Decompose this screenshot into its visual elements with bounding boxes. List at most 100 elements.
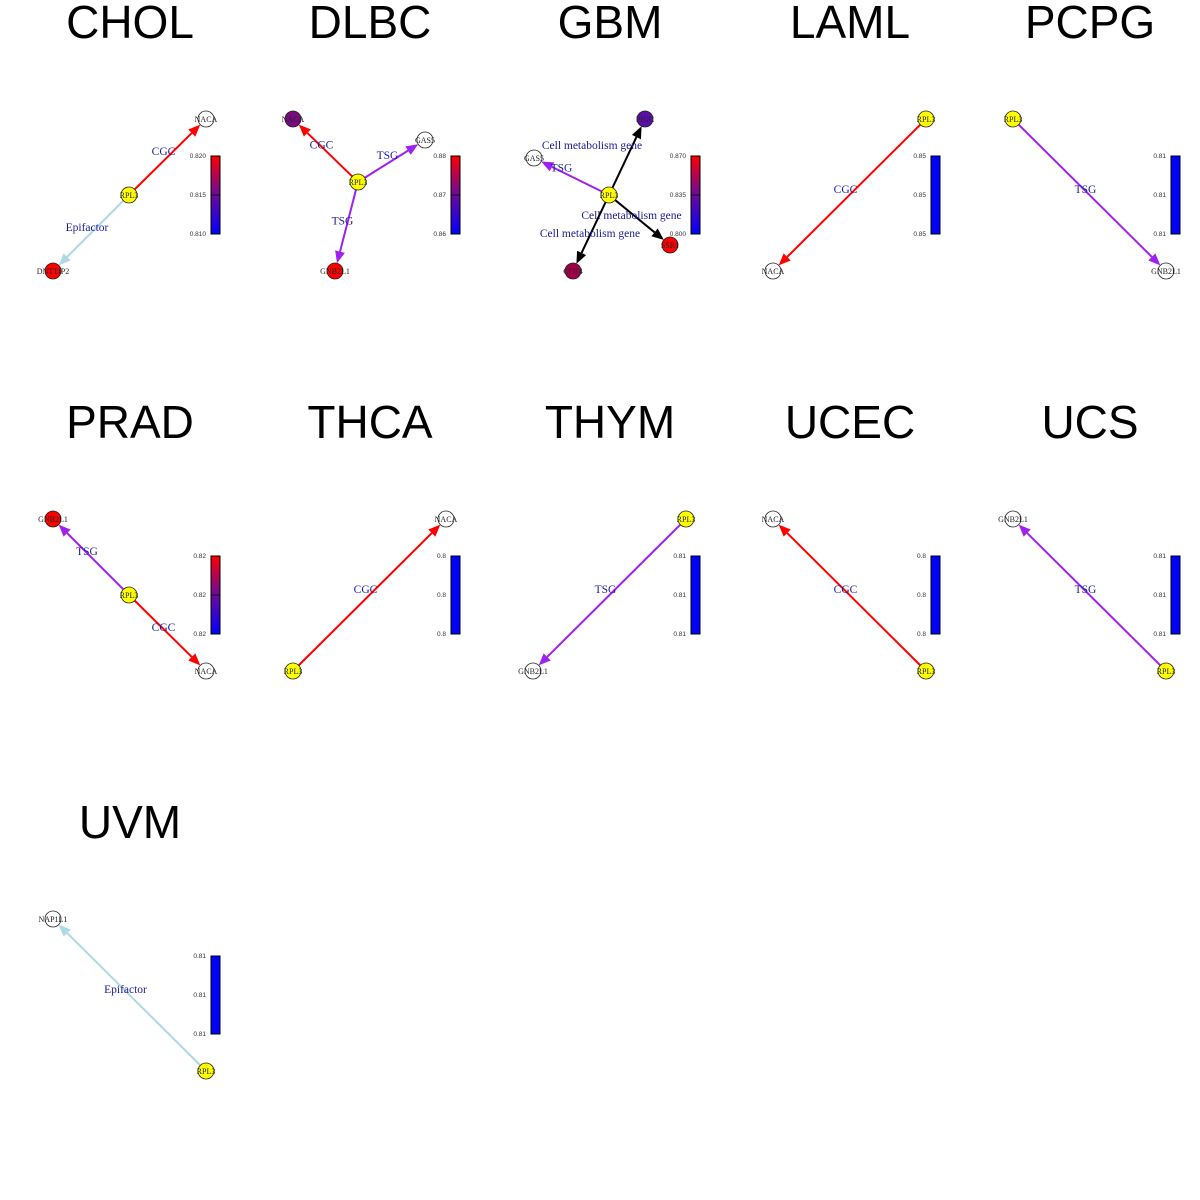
node-circle: [600, 186, 618, 204]
edge-line: [66, 199, 125, 258]
colorbar: 0.810.810.81: [1153, 153, 1181, 238]
node-label: RPL3: [197, 1067, 216, 1076]
edge-line: [1017, 123, 1153, 258]
node-circle: [44, 910, 62, 928]
node-rpl3: RPL3: [197, 1062, 216, 1080]
colorbar: 0.81 0.81 0.81: [193, 953, 221, 1038]
colorbar-tick-label: 0.88: [433, 153, 446, 160]
colorbar-tick-label: 0.82: [193, 592, 206, 599]
colorbar-fill: [690, 555, 701, 635]
node-circle: [284, 110, 302, 128]
node-circle: [197, 110, 215, 128]
node-rpl3: RPL3: [120, 186, 139, 204]
colorbar-fill: [930, 155, 941, 235]
node-circle: [437, 510, 455, 528]
panel-title: THYM: [545, 396, 675, 448]
colorbar-tick-label: 0.81: [1153, 231, 1166, 238]
node-circle: [677, 510, 695, 528]
edge-line: [786, 123, 922, 258]
edge-arrowhead-icon: [651, 228, 664, 240]
node-label: GNB2L1: [38, 515, 68, 524]
node-circle: [120, 586, 138, 604]
node-circle: [1004, 110, 1022, 128]
edge-line: [580, 201, 607, 254]
node-label: NACA: [195, 115, 218, 124]
node-rpl3: RPL3: [349, 173, 367, 191]
node-label: GAS5: [524, 154, 544, 163]
edge-arrowhead-icon: [335, 250, 345, 264]
node-label: GNB2L1: [998, 515, 1028, 524]
node-pigc: PIGC: [636, 110, 654, 128]
edge-arrowhead-icon: [631, 126, 642, 140]
node-circle: [524, 662, 542, 680]
node-circle: [197, 1062, 215, 1080]
colorbar-tick-label: 0.835: [670, 192, 687, 199]
node-naca: NACA: [435, 510, 458, 528]
edge-label: CGC: [834, 184, 858, 196]
node-circle: [564, 262, 582, 280]
colorbar-tick-label: 0.81: [193, 953, 206, 960]
node-circle: [764, 510, 782, 528]
colorbar-tick-label: 0.81: [673, 553, 686, 560]
edge-arrowhead-icon: [58, 524, 71, 537]
edge-line: [297, 532, 433, 667]
colorbar: 0.880.870.86: [433, 153, 461, 238]
colorbar-tick-label: 0.81: [193, 992, 206, 999]
edge-line: [66, 932, 202, 1067]
colorbar-tick-label: 0.81: [673, 631, 686, 638]
node-rpl3: RPL3: [120, 586, 138, 604]
node-circle: [284, 662, 302, 680]
node-circle: [1157, 262, 1175, 280]
colorbar-tick-label: 0.87: [433, 192, 446, 199]
edge-label: Cell metabolism gene: [581, 210, 681, 222]
edge-label: Cell metabolism gene: [540, 228, 640, 240]
edge-line: [133, 132, 193, 191]
edge-line: [786, 532, 922, 667]
node-circle: [1157, 662, 1175, 680]
edge-label: TSG: [551, 163, 573, 175]
edge-line: [551, 165, 603, 193]
node-circle: [349, 173, 367, 191]
colorbar-tick-label: 0.81: [1153, 553, 1166, 560]
node-gnb2l1: GNB2L1: [1151, 262, 1181, 280]
edge-arrowhead-icon: [778, 524, 791, 537]
edge-line: [364, 149, 409, 179]
colorbar-tick-label: 0.8: [437, 592, 446, 599]
edge-label: TSG: [76, 546, 98, 558]
node-naca: NACA: [195, 662, 218, 680]
node-circle: [661, 236, 679, 254]
node-naca: NACA: [195, 110, 218, 128]
colorbar-tick-label: 0.800: [670, 231, 687, 238]
edge-label: TSG: [377, 150, 399, 162]
edge-arrowhead-icon: [58, 924, 71, 937]
colorbar-tick-label: 0.81: [193, 1031, 206, 1038]
node-circle: [917, 110, 935, 128]
colorbar-tick-label: 0.85: [913, 192, 926, 199]
node-label: RPL3: [677, 515, 696, 524]
colorbar: 0.850.850.85: [913, 153, 941, 238]
node-label: RPL3: [917, 667, 936, 676]
node-circle: [917, 662, 935, 680]
colorbar-tick-label: 0.82: [193, 553, 206, 560]
node-circle: [326, 262, 344, 280]
colorbar-tick-label: 0.870: [670, 153, 687, 160]
edge-line: [611, 136, 638, 189]
colorbar-tick-label: 0.81: [673, 592, 686, 599]
node-gnb2l1: GNB2L1: [38, 510, 68, 528]
colorbar-tick-label: 0.8: [437, 631, 446, 638]
node-label: RPL3: [120, 191, 139, 200]
edge-label: CGC: [310, 140, 334, 152]
colorbar: 0.81 0.81 0.81: [673, 553, 701, 638]
edge-arrowhead-icon: [1018, 524, 1031, 537]
edge-arrowhead-icon: [538, 653, 551, 666]
node-label: NACA: [762, 515, 785, 524]
edge-label: Cell metabolism gene: [542, 140, 642, 152]
